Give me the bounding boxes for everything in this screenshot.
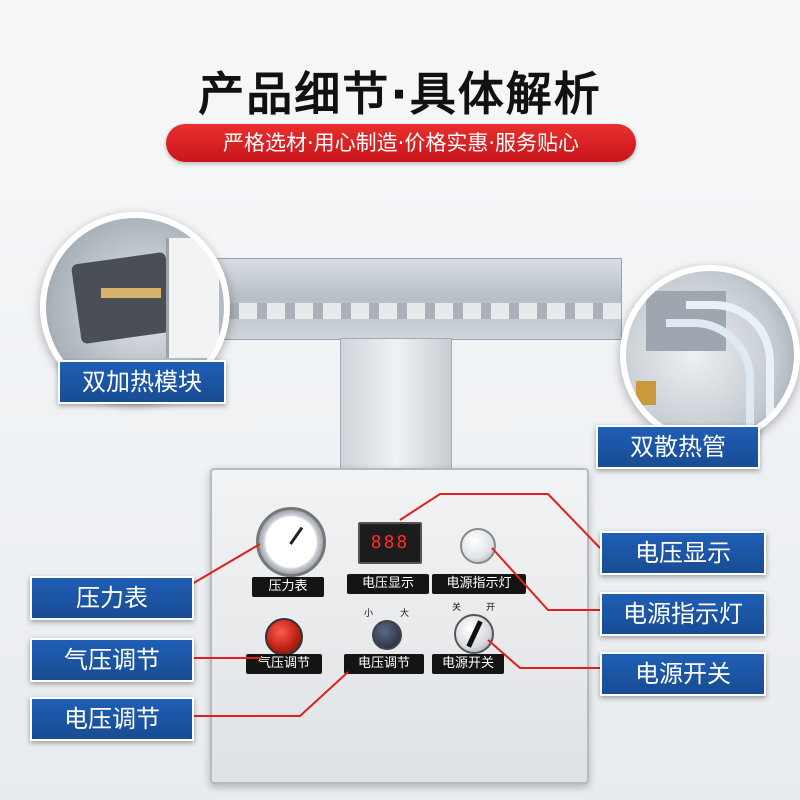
heater-terminal bbox=[101, 288, 161, 298]
callout-voltage-display: 电压显示 bbox=[600, 531, 766, 575]
voltage-display-screen: 888 bbox=[358, 522, 422, 564]
panel-label-voltage-display: 电压显示 bbox=[347, 574, 429, 594]
rail-pattern-band bbox=[201, 303, 621, 319]
pipe-fitting bbox=[636, 381, 656, 405]
panel-label-power-switch: 电源开关 bbox=[432, 654, 504, 674]
callout-pressure-gauge: 压力表 bbox=[30, 576, 194, 620]
knob-scale-high: 大 bbox=[400, 609, 410, 619]
callout-dual-heat-pipes: 双散热管 bbox=[596, 425, 760, 469]
voltage-adjust-knob[interactable] bbox=[372, 620, 402, 650]
knob-scale-low: 小 bbox=[364, 609, 374, 619]
support-column bbox=[340, 338, 452, 480]
callout-power-switch: 电源开关 bbox=[600, 652, 766, 696]
callout-voltage-adjust: 电压调节 bbox=[30, 697, 194, 741]
heater-plate bbox=[166, 238, 219, 358]
panel-label-pressure-gauge: 压力表 bbox=[252, 577, 324, 597]
panel-label-power-indicator: 电源指示灯 bbox=[432, 574, 526, 594]
leader-voltage-display bbox=[399, 493, 601, 549]
subtitle-banner: 严格选材·用心制造·价格实惠·服务贴心 bbox=[166, 124, 636, 162]
leader-power-switch bbox=[487, 639, 600, 669]
cooling-tube-2 bbox=[666, 319, 754, 427]
power-indicator-lamp bbox=[460, 528, 496, 564]
leader-power-indicator bbox=[491, 547, 600, 611]
panel-label-voltage-adjust: 电压调节 bbox=[344, 654, 424, 674]
panel-label-air-pressure: 气压调节 bbox=[246, 654, 322, 674]
page-title: 产品细节·具体解析 bbox=[198, 67, 602, 121]
leader-voltage-adjust bbox=[192, 671, 349, 717]
leader-pressure-gauge bbox=[191, 543, 261, 585]
cooling-tube-1 bbox=[686, 301, 774, 419]
switch-scale-on: 开 bbox=[486, 603, 496, 613]
pressure-gauge-dial bbox=[256, 507, 326, 577]
callout-air-pressure-adjust: 气压调节 bbox=[30, 638, 194, 682]
switch-scale-off: 关 bbox=[452, 603, 462, 613]
callout-power-indicator: 电源指示灯 bbox=[600, 592, 766, 636]
heat-pipe-closeup bbox=[620, 265, 800, 445]
callout-dual-heating-module: 双加热模块 bbox=[58, 360, 226, 404]
power-switch-knob[interactable] bbox=[454, 614, 494, 654]
heating-rail bbox=[200, 258, 622, 340]
